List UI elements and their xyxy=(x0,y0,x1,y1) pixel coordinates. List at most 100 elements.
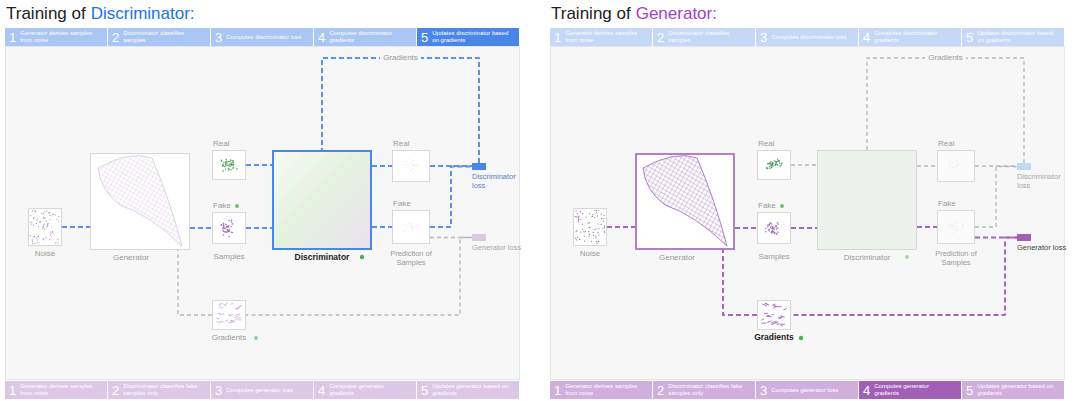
sample-dot xyxy=(953,226,954,227)
panel-ground xyxy=(5,46,520,380)
node-label: Noise xyxy=(35,249,55,258)
sample-dot xyxy=(410,224,411,225)
noise-dot xyxy=(35,243,36,244)
step-number: 5 xyxy=(966,31,973,44)
noise-dot xyxy=(593,235,594,236)
step-number: 3 xyxy=(760,384,767,397)
step-number: 4 xyxy=(318,384,325,397)
sample-dot xyxy=(415,226,416,227)
noise-dot xyxy=(49,239,50,240)
picture-box: Real xyxy=(937,150,975,182)
noise-dot xyxy=(51,233,52,234)
sample-dot xyxy=(229,229,231,231)
noise-dot xyxy=(597,215,598,216)
noise-dot xyxy=(583,231,584,232)
sample-dot xyxy=(772,163,774,165)
sample-dot xyxy=(768,229,770,231)
step-text: Discriminator classifies fake samples on… xyxy=(123,383,203,397)
sample-dot xyxy=(231,220,233,222)
noise-dot xyxy=(598,241,599,242)
noise-dot xyxy=(598,241,599,242)
sample-dot xyxy=(958,171,959,172)
noise-dot xyxy=(582,213,583,214)
dashed-connector xyxy=(190,227,212,229)
sample-dot xyxy=(407,167,408,168)
noise-dot xyxy=(35,211,36,212)
sample-dot xyxy=(413,172,414,173)
noise-dot xyxy=(30,215,31,216)
sample-dot xyxy=(413,164,414,165)
noise-dot xyxy=(44,229,45,230)
dashed-connector xyxy=(975,167,1017,228)
noise-dot xyxy=(43,226,44,227)
noise-dot xyxy=(580,219,581,220)
sample-dot xyxy=(223,225,225,227)
sample-dot xyxy=(770,165,772,167)
sample-dot xyxy=(774,232,776,234)
step-box: 3Computes discriminator loss xyxy=(756,28,859,46)
step-box: 2Discriminator classifies samples xyxy=(108,28,211,46)
sample-dot xyxy=(780,165,782,167)
gradient-stroke xyxy=(228,322,233,323)
sample-dot xyxy=(415,166,416,167)
noise-dot xyxy=(576,239,577,240)
step-number: 5 xyxy=(421,384,428,397)
picture-box: Gradients xyxy=(757,300,791,330)
sample-dot xyxy=(231,164,233,166)
noise-dot xyxy=(580,211,581,212)
step-text: Computes discriminator gradients xyxy=(329,30,409,44)
group-label: Prediction of Samples xyxy=(924,250,988,267)
noise-dot xyxy=(596,212,597,213)
noise-dot xyxy=(46,238,47,239)
dashed-connector xyxy=(791,227,817,229)
node-label: Discriminator xyxy=(295,253,350,263)
noise-dot xyxy=(589,222,590,223)
group-label: Prediction of Samples xyxy=(379,250,443,267)
sample-dot xyxy=(776,228,778,230)
sample-dot xyxy=(408,159,409,160)
step-text: Generator derives samples from noise xyxy=(565,30,645,44)
dashed-connector xyxy=(723,250,757,315)
gradient-stroke xyxy=(217,322,222,323)
step-box: 4Computes generator gradients xyxy=(314,381,417,399)
gradient-stroke xyxy=(773,304,775,305)
noise-dot xyxy=(578,219,579,220)
sample-dot xyxy=(956,163,957,164)
noise-dot xyxy=(576,231,577,232)
noise-dot xyxy=(575,238,576,239)
sample-dot xyxy=(231,164,233,166)
noise-dot xyxy=(30,235,31,236)
step-number: 5 xyxy=(966,384,973,397)
noise-dot xyxy=(53,214,54,215)
panel: 1Generator derives samples from noise2Di… xyxy=(0,0,530,401)
sample-dot xyxy=(222,170,224,172)
sample-dot xyxy=(956,164,957,165)
sample-dot xyxy=(774,233,776,235)
sample-dot xyxy=(229,231,231,233)
step-number: 5 xyxy=(421,31,428,44)
panel-title: Training of xyxy=(6,4,86,24)
sample-dot xyxy=(225,224,227,226)
noise-dot xyxy=(578,217,579,218)
noise-dot xyxy=(40,221,41,222)
sample-dot xyxy=(221,160,223,162)
sample-dot xyxy=(412,165,413,166)
picture-box: Fake xyxy=(212,212,246,244)
sample-dot xyxy=(416,228,417,229)
sample-dot xyxy=(223,162,225,164)
noise-dot xyxy=(30,222,31,223)
noise-dot xyxy=(46,226,47,227)
node-label: Discriminator xyxy=(844,253,891,262)
sample-dot xyxy=(225,165,227,167)
sample-dot xyxy=(231,160,233,162)
gradient-stroke xyxy=(238,319,241,320)
noise-dot xyxy=(589,227,590,228)
step-box: 3Computes generator loss xyxy=(211,381,314,399)
sample-dot xyxy=(774,165,776,167)
sample-dot xyxy=(223,234,225,236)
step-box: 5Updates generator based on gradients xyxy=(417,381,520,399)
sample-dot xyxy=(771,163,773,165)
sample-dot xyxy=(777,223,779,225)
picture-box: Real xyxy=(757,150,791,180)
sample-dot xyxy=(408,222,409,223)
